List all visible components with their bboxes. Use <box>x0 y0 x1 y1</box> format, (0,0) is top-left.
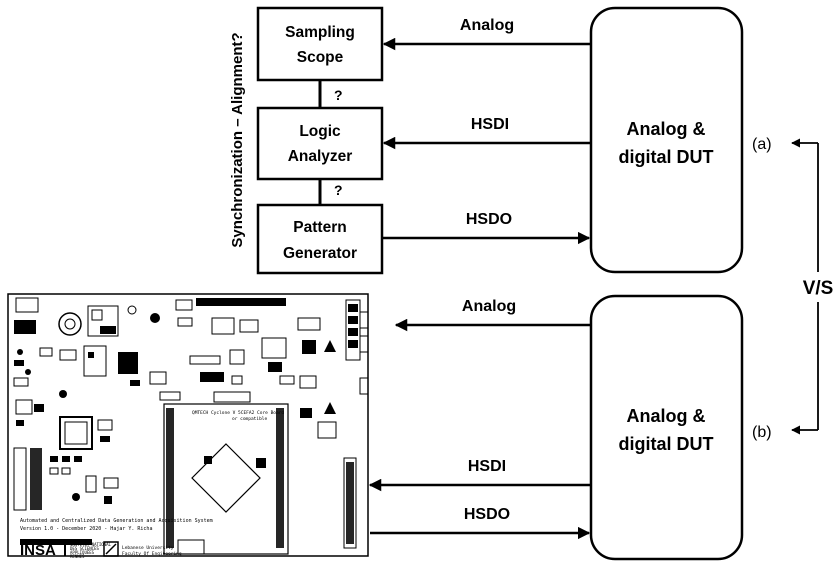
top-analog-label: Analog <box>460 17 514 34</box>
sampling-scope-line1: Sampling <box>285 24 355 41</box>
logic-analyzer-line2: Analyzer <box>288 148 353 165</box>
pattern-generator-line1: Pattern <box>293 219 346 236</box>
pattern-generator-line2: Generator <box>283 245 357 262</box>
bottom-hsdi-label: HSDI <box>468 458 506 475</box>
insa-logo: INSA <box>20 542 56 559</box>
case-a-label: (a) <box>752 136 772 153</box>
sampling-scope-line2: Scope <box>297 49 344 66</box>
insa-name-3: APPLIQUÉES <box>70 550 95 555</box>
module-label-1: QMTECH Cyclone V 5CEFA2 Core Board <box>192 410 284 416</box>
question-mark-2: ? <box>334 182 343 198</box>
board-caption-2: Version 1.0 - December 2020 - Hajar Y. R… <box>20 526 152 532</box>
logic-analyzer-line1: Logic <box>299 123 341 140</box>
logic-analyzer-box: Logic Analyzer <box>256 106 384 181</box>
top-dut-line2: digital DUT <box>619 147 714 167</box>
board-caption-1: Automated and Centralized Data Generatio… <box>20 518 213 524</box>
top-hsdo-label: HSDO <box>466 211 512 228</box>
case-b-label: (b) <box>752 424 772 441</box>
module-label-2: or compatible <box>232 416 268 422</box>
bottom-analog-label: Analog <box>462 298 516 315</box>
top-dut-box: Analog & digital DUT <box>589 6 744 274</box>
top-dut-line1: Analog & <box>627 119 706 139</box>
sampling-scope-box: Sampling Scope <box>256 6 384 82</box>
bottom-dut-line2: digital DUT <box>619 434 714 454</box>
insa-name-2: DES SCIENCES <box>70 546 99 551</box>
bottom-hsdo-label: HSDO <box>464 506 510 523</box>
sync-label: Synchronization – Alignment? <box>229 32 246 247</box>
vs-bracket <box>791 138 819 435</box>
insa-name-1: INSTITUT NATIONAL <box>70 542 112 547</box>
top-hsdi-label: HSDI <box>471 116 509 133</box>
vs-label: V/S <box>803 278 834 299</box>
university-logo-icon <box>103 541 119 557</box>
bottom-dut-box: Analog & digital DUT <box>589 294 744 561</box>
insa-name-4: RENNES <box>70 554 85 559</box>
pattern-generator-box: Pattern Generator <box>256 203 384 275</box>
uni-name-2: Faculty Of Engineering <box>122 551 182 557</box>
bottom-dut-line1: Analog & <box>627 406 706 426</box>
question-mark-1: ? <box>334 87 343 103</box>
uni-name-1: Lebanese University <box>122 545 174 551</box>
pcb-board: Automated and Centralized Data Generatio… <box>7 293 369 559</box>
